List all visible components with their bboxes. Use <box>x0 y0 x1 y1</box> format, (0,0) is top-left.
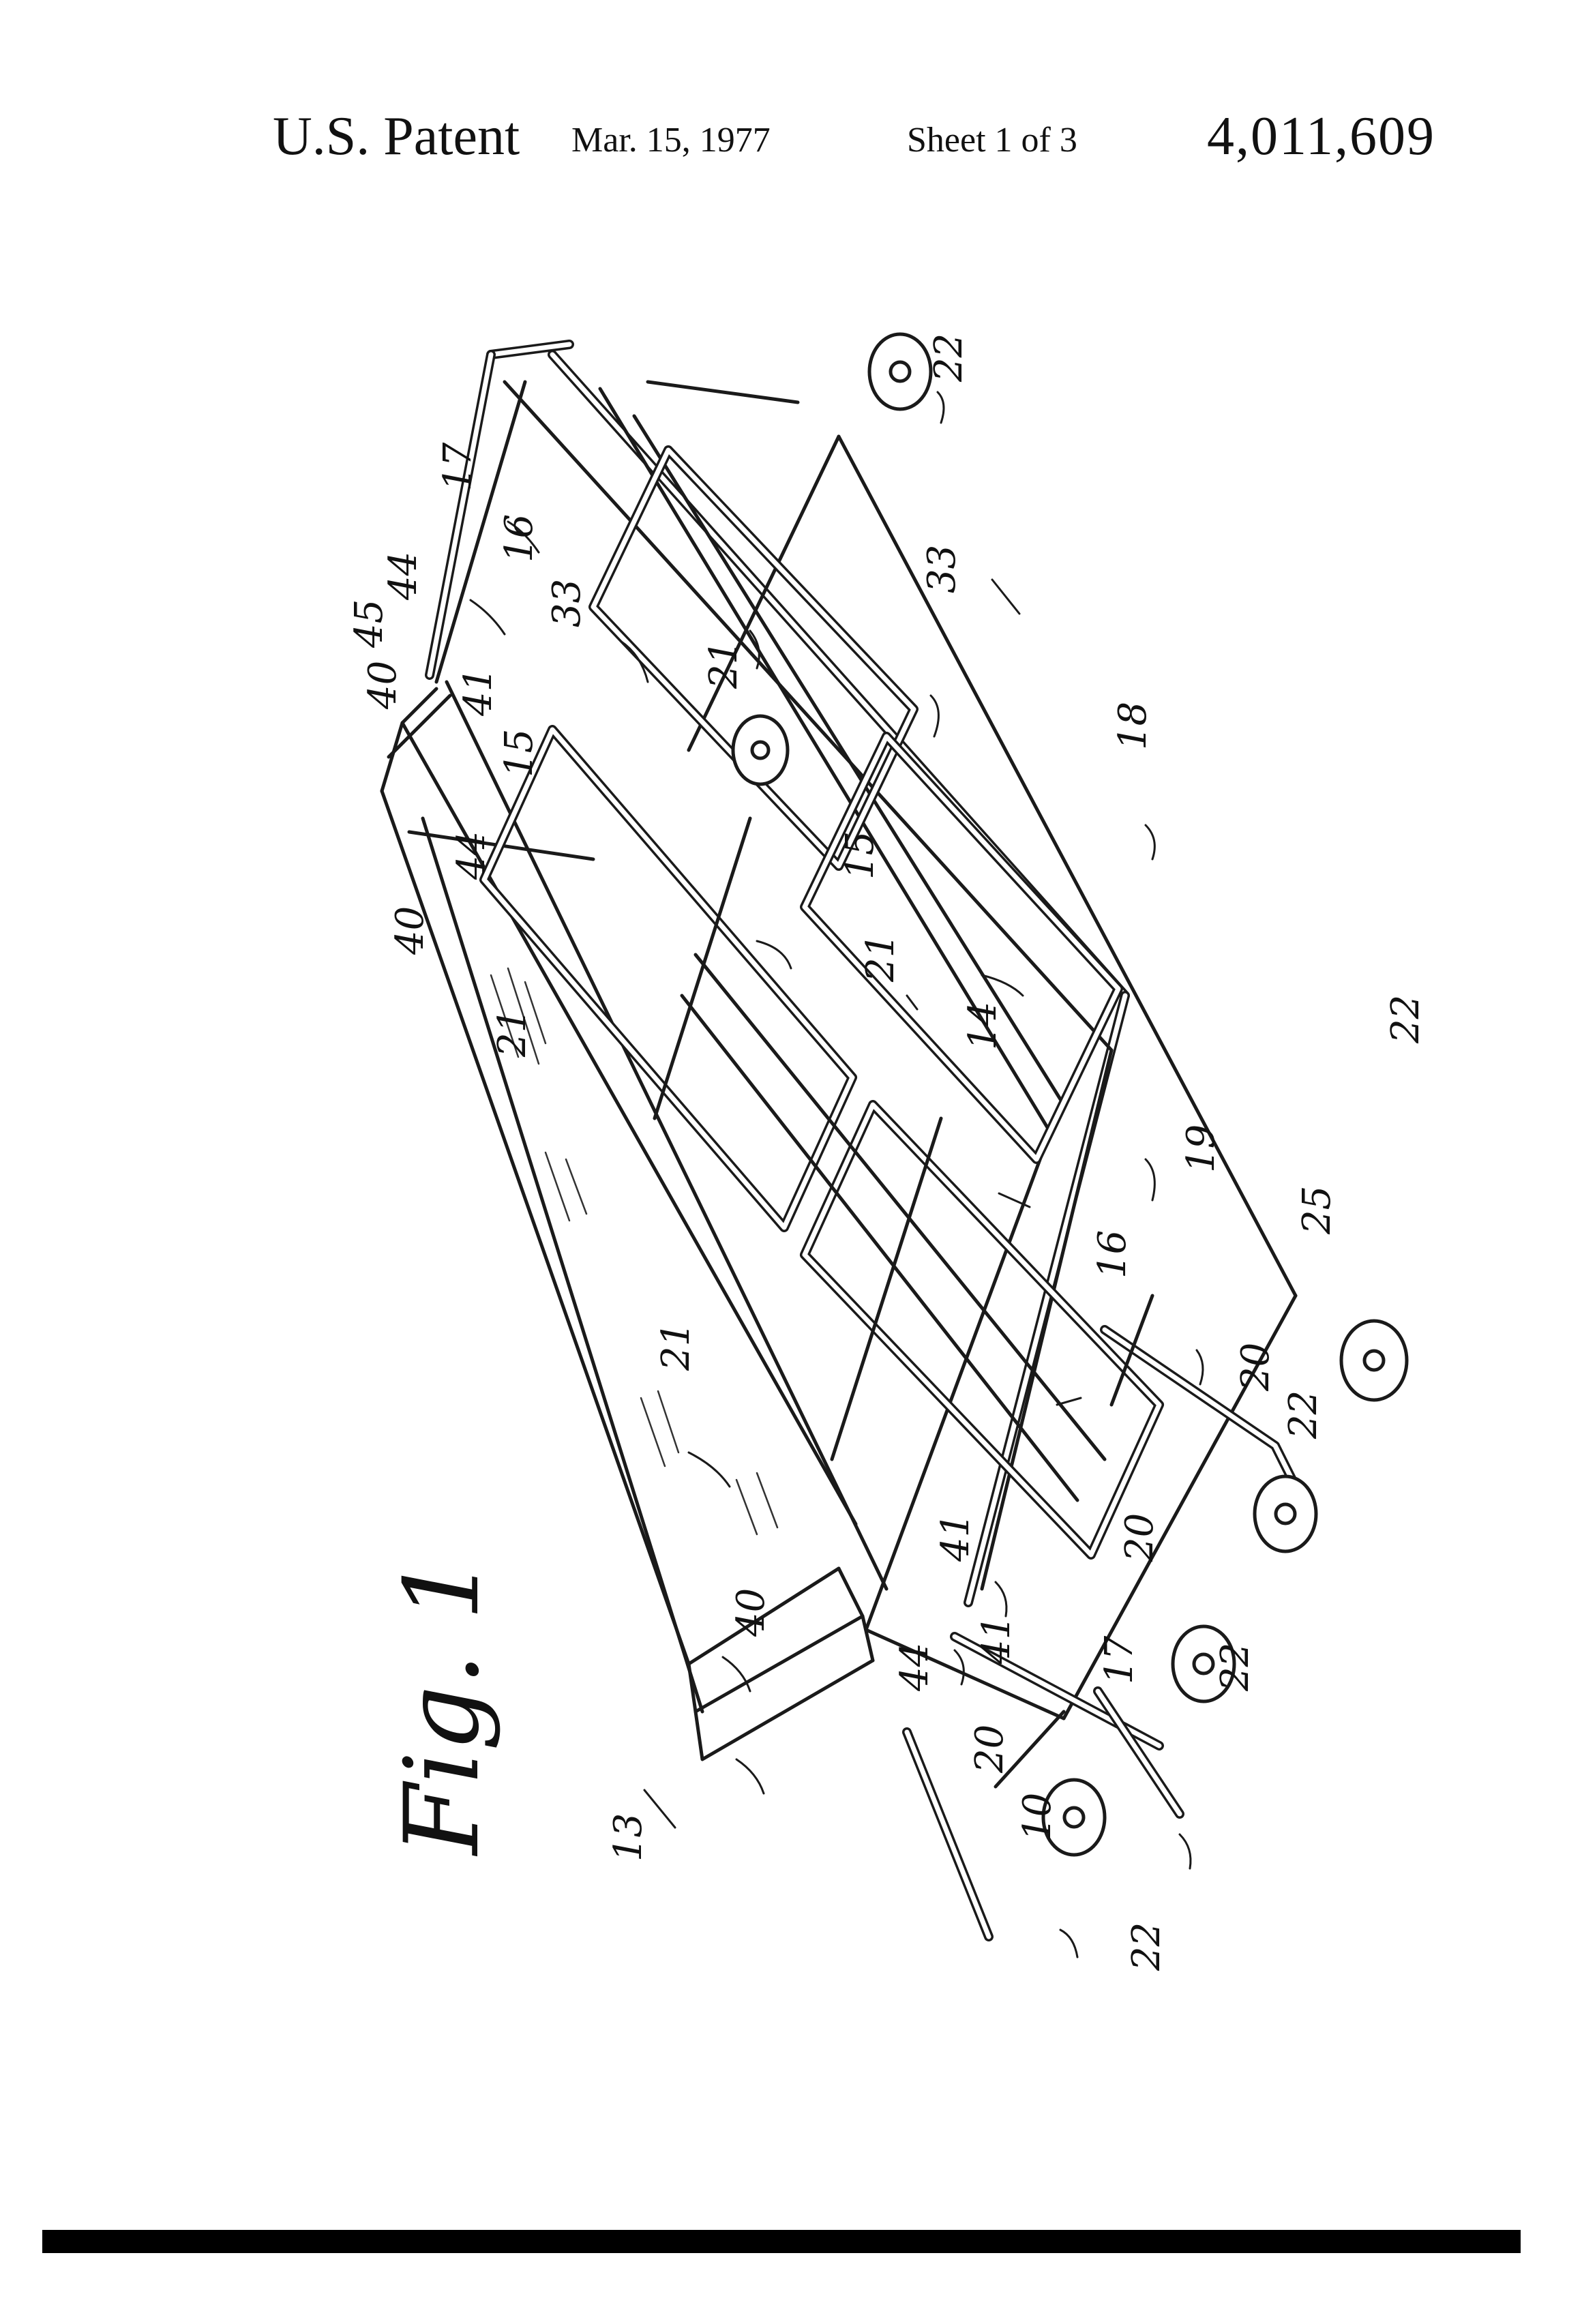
lower-carriage <box>479 380 1314 1941</box>
ref-numeral-20: 20 <box>968 1725 1012 1774</box>
ref-numeral-40: 40 <box>361 661 405 710</box>
ref-numeral-21: 21 <box>490 1009 535 1058</box>
ref-numeral-25: 33 <box>545 579 589 627</box>
ref-numeral-41: 41 <box>456 668 501 717</box>
ref-numeral-21: 21 <box>859 934 903 983</box>
ref-numeral-24: 33 <box>920 545 964 593</box>
ref-numeral-22: 22 <box>927 333 971 383</box>
ref-numeral-22: 22 <box>1213 1643 1257 1692</box>
mattress-platform <box>380 687 875 1761</box>
ref-numeral-44: 44 <box>893 1643 937 1692</box>
figure-label: Fig. 1 <box>383 1555 502 1857</box>
ref-numeral-33: 40 <box>388 906 432 955</box>
ref-numeral-14: 14 <box>961 1002 1005 1050</box>
ref-numeral-17: 17 <box>436 442 480 491</box>
ref-numeral-23: 25 <box>1295 1186 1339 1235</box>
ref-numeral-10: 10 <box>1015 1793 1060 1841</box>
ref-numeral-20: 20 <box>1234 1343 1278 1392</box>
ref-numeral-33: 40 <box>729 1588 773 1637</box>
ref-numeral-44: 44 <box>381 552 426 601</box>
reference-labels: Fig. 1 22 17 16 33 44 45 40 41 15 44 40 … <box>347 333 1428 1971</box>
ref-numeral-19: 20 <box>1118 1513 1162 1562</box>
ref-numeral-45: 45 <box>347 599 391 649</box>
patent-date: Mar. 15, 1977 <box>571 121 771 160</box>
ref-numeral-13: 13 <box>606 1813 651 1862</box>
casters <box>731 332 1409 1857</box>
ref-numeral-16: 16 <box>1090 1230 1135 1279</box>
patent-label: U.S. Patent <box>273 106 520 166</box>
ref-numeral-22: 22 <box>1384 995 1428 1044</box>
ref-numeral-16: 16 <box>497 514 541 563</box>
ref-numeral-21: 21 <box>702 640 746 689</box>
patent-number: 4,011,609 <box>1207 106 1436 166</box>
page-header: U.S. Patent Mar. 15, 1977 Sheet 1 of 3 4… <box>0 0 1582 218</box>
ref-numeral-44: 44 <box>449 831 494 880</box>
ref-numeral-40: 41 <box>974 1615 1019 1665</box>
ref-numeral-15: 15 <box>497 729 541 777</box>
ref-numeral-21: 21 <box>654 1322 698 1371</box>
ref-numeral-18: 18 <box>1111 702 1155 750</box>
leader-lines <box>469 391 1204 1958</box>
ref-numeral-17: 17 <box>1097 1635 1141 1684</box>
ref-numeral-19: 19 <box>1179 1124 1223 1173</box>
ref-numeral-15: 15 <box>838 831 882 880</box>
sheet-number: Sheet 1 of 3 <box>907 121 1077 160</box>
ref-numeral-22: 22 <box>1281 1390 1326 1440</box>
ref-numeral-22: 22 <box>1124 1922 1169 1971</box>
page-bottom-rule <box>42 2230 1521 2253</box>
ref-numeral-41: 41 <box>934 1513 978 1562</box>
